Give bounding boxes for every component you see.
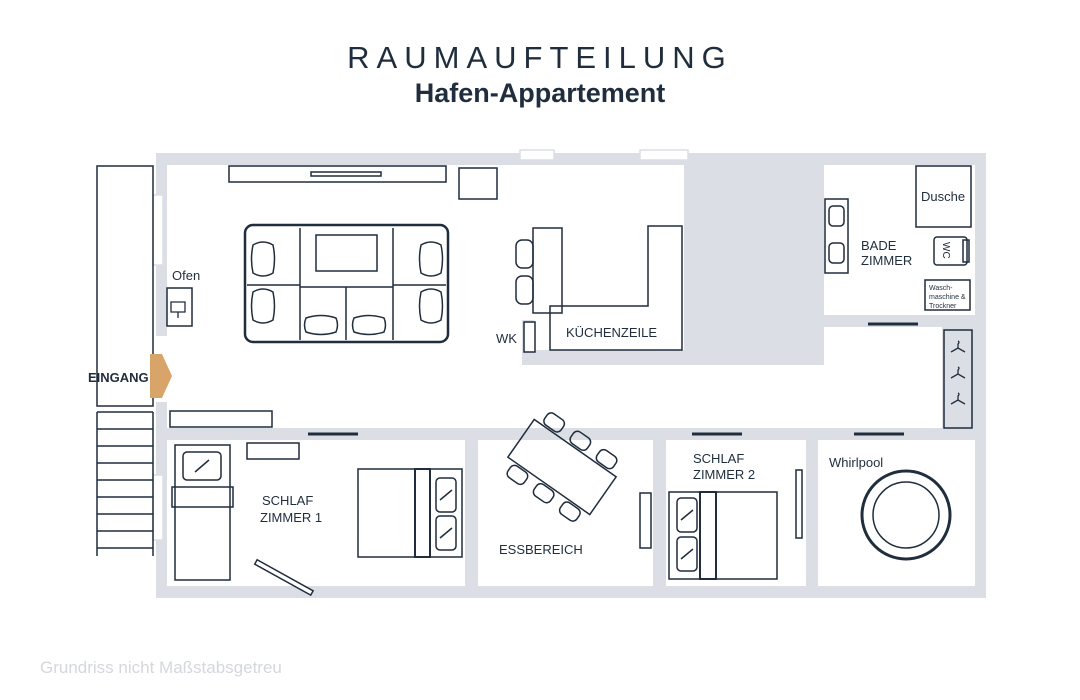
kitchen-label: KÜCHENZEILE	[566, 325, 657, 340]
washer-dryer	[924, 279, 971, 311]
bedroom1-label-line1: SCHLAF	[262, 493, 313, 508]
wardrobe-cabinet-label: WK	[496, 331, 517, 346]
dining-sideboard	[639, 492, 652, 549]
bedroom2-label-line1: SCHLAF	[693, 451, 744, 466]
staircase	[96, 165, 154, 556]
tv-sideboard	[228, 165, 447, 183]
dining-table	[506, 412, 618, 522]
bedroom1-label-line2: ZIMMER 1	[260, 510, 322, 525]
sofa-set	[243, 223, 450, 344]
entrance-arrow-icon	[150, 354, 172, 398]
double-bed-2	[668, 491, 778, 580]
walls	[156, 153, 986, 598]
scale-disclaimer: Grundriss nicht Maßstabsgetreu	[40, 658, 282, 677]
bedroom1-dresser	[246, 442, 300, 460]
sinks	[824, 198, 849, 274]
shower	[915, 165, 972, 228]
hanger-icons	[950, 340, 966, 405]
doors	[308, 322, 918, 436]
windows	[152, 149, 689, 541]
bedroom2-label-line2: ZIMMER 2	[693, 467, 755, 482]
single-bed	[171, 444, 234, 581]
whirlpool-label: Whirlpool	[829, 455, 883, 470]
double-bed-1	[357, 468, 463, 558]
dining-label: ESSBEREICH	[499, 542, 583, 557]
washer-label-line3: Trockner	[929, 303, 957, 310]
kitchen-counter	[532, 225, 683, 351]
apartment-name: Hafen-Appartement	[414, 78, 666, 108]
stove-unit	[166, 287, 193, 327]
bedroom1-mirror	[253, 558, 315, 597]
side-table	[458, 167, 498, 200]
stove-label: Ofen	[172, 268, 200, 283]
plan-title: RAUMAUFTEILUNG	[347, 40, 733, 75]
hallway-sideboard	[169, 410, 273, 428]
washer-label-line1: Wasch-	[929, 285, 953, 292]
stove-icon	[170, 301, 186, 318]
bar-stools	[515, 239, 534, 305]
bedroom2-shelf	[795, 469, 803, 539]
toilet	[933, 236, 970, 266]
shower-label: Dusche	[921, 189, 965, 204]
entrance-label: EINGANG	[88, 370, 149, 385]
toilet-label: WC	[940, 242, 951, 259]
whirlpool-tub	[860, 469, 952, 561]
wardrobe	[943, 329, 973, 429]
bathroom-label-line1: BADE	[861, 238, 897, 253]
bathroom-label-line2: ZIMMER	[861, 253, 912, 268]
washer-label-line2: maschine &	[929, 294, 966, 301]
wardrobe-cabinet	[523, 321, 536, 353]
